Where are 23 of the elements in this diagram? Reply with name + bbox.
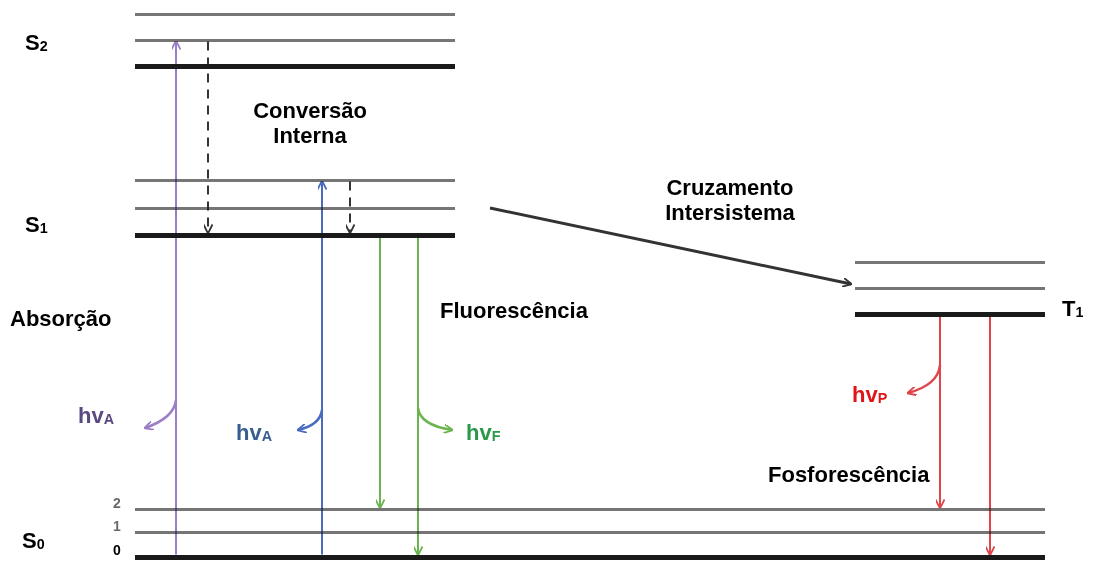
vibrational-level-line (135, 38, 455, 42)
vibrational-level-number: 0 (113, 542, 121, 557)
vibrational-level-number: 2 (113, 495, 121, 510)
vibrational-level-line (135, 178, 455, 182)
vibrational-level-line (135, 12, 455, 16)
process-label: Fosforescência (768, 462, 930, 488)
arrow (984, 315, 996, 557)
vibrational-level-line (135, 206, 455, 210)
arrow (412, 236, 424, 557)
dashed-arrow (202, 40, 214, 235)
arrow (489, 206, 853, 288)
process-label: Cruzamento Intersistema (664, 175, 796, 226)
arrow (316, 179, 328, 556)
vibrational-level-number: 1 (113, 518, 121, 533)
vibrational-level-line (855, 286, 1045, 290)
arrow (934, 315, 946, 510)
process-label: Absorção (10, 306, 112, 332)
arrow (374, 236, 386, 510)
process-label: Conversão Interna (252, 98, 368, 149)
arrow (170, 39, 182, 556)
dashed-arrow (344, 180, 356, 235)
process-label: Fluorescência (440, 298, 588, 324)
vibrational-level-line (855, 260, 1045, 264)
